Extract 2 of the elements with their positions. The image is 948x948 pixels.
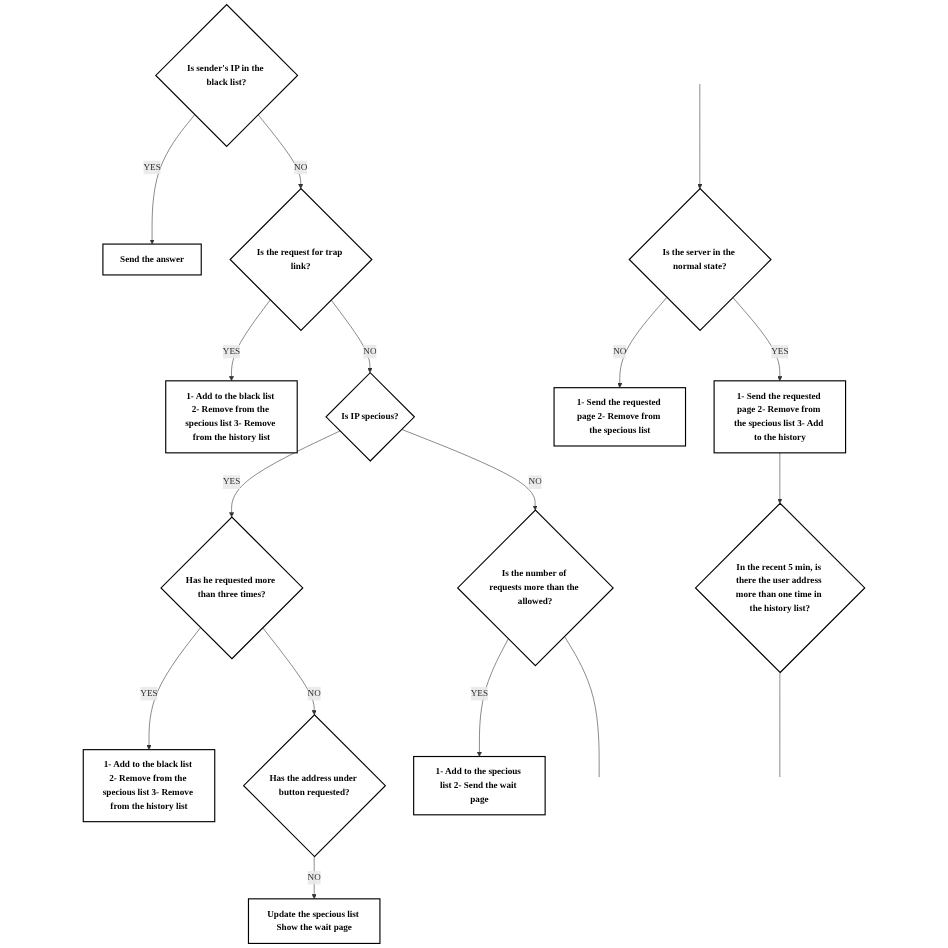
connector	[564, 636, 600, 778]
connector	[779, 672, 781, 778]
